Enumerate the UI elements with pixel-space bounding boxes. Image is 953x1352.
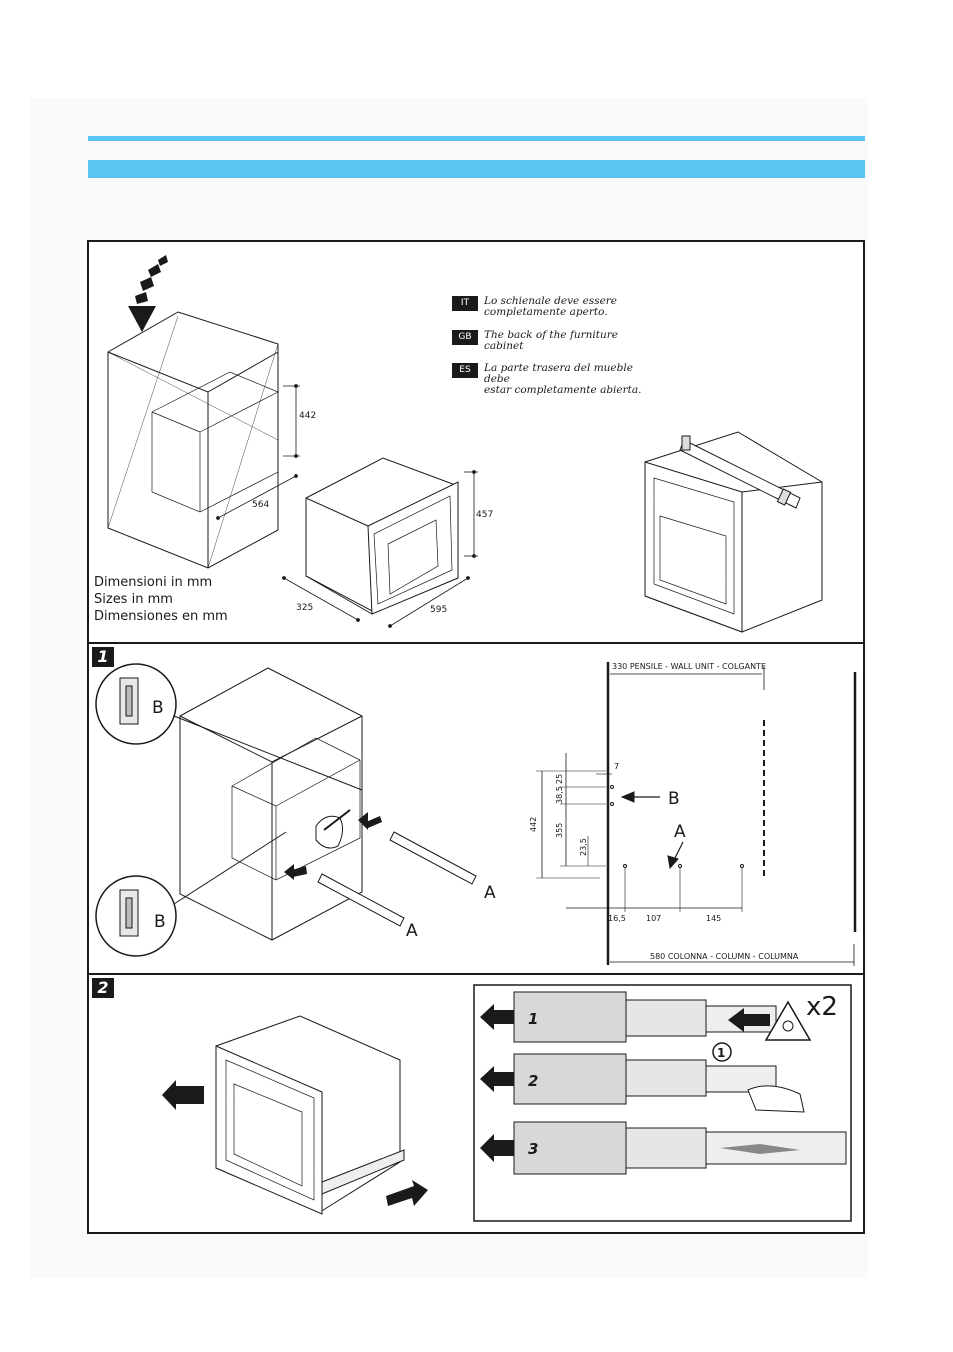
- top-arrow: [128, 255, 168, 332]
- level-tool: [679, 435, 801, 509]
- oven-dim-lines: [282, 470, 478, 628]
- oven-height-label: 457: [476, 510, 493, 520]
- mount-arrows: [284, 812, 382, 880]
- hdim-145: 145: [706, 914, 721, 923]
- step1-cabinet: [179, 667, 363, 941]
- note-text-it: Lo schienale deve essere completamente a…: [484, 295, 618, 318]
- rail-step-2: 2: [528, 1072, 538, 1090]
- bracket-label-a-lower: A: [406, 921, 418, 941]
- rail-row-2: [480, 1042, 805, 1113]
- cabinet-drawing: [107, 311, 279, 569]
- niche-depth-label: 564: [252, 500, 269, 510]
- step2-arrows: [162, 1080, 428, 1206]
- rail-row-1: [480, 991, 812, 1043]
- rail-step-3: 3: [528, 1140, 538, 1158]
- vdim-38-5: 38,5: [555, 786, 564, 804]
- hdim-16-5: 16,5: [608, 914, 626, 923]
- niche-dim-lines: [216, 384, 300, 520]
- vdim-25: 25: [555, 774, 564, 784]
- diagram-label-a: A: [674, 822, 686, 842]
- hand-screwdriver: [315, 809, 351, 849]
- oven-depth-label: 325: [296, 603, 313, 613]
- header-rule-thin: [88, 136, 865, 141]
- note-text-gb: The back of the furniture cabinet: [484, 329, 618, 352]
- caption-gb: Sizes in mm: [94, 592, 173, 607]
- offset-7-label: 7: [614, 762, 619, 771]
- detail-circle-b-bottom: [95, 831, 287, 957]
- bottom-dim-label: 580 COLONNA - COLUMN - COLUMNA: [650, 952, 799, 961]
- lang-badge-es: ES: [452, 363, 478, 378]
- header-rule-thick: [88, 160, 865, 178]
- detail-label-b-top: B: [152, 698, 164, 718]
- multiplier-label: x2: [806, 992, 838, 1022]
- step2-oven: [215, 1015, 405, 1215]
- caption-es: Dimensiones en mm: [94, 609, 228, 624]
- callout-1: 1: [717, 1046, 725, 1060]
- bracket-a-lower: [317, 873, 405, 927]
- top-dim-label: 330 PENSILE - WALL UNIT - COLGANTE: [612, 662, 766, 671]
- caption-it: Dimensioni in mm: [94, 575, 213, 590]
- note-it: IT Lo schienale deve essere completament…: [452, 296, 659, 318]
- section-divider-1: [87, 642, 865, 644]
- wall-dim-diagram: [536, 662, 857, 966]
- niche-height-label: 442: [299, 411, 316, 421]
- dimensions-caption: Dimensioni in mm Sizes in mm Dimensiones…: [94, 574, 228, 625]
- note-es: ES La parte trasera del mueble debe esta…: [452, 363, 659, 396]
- detail-label-b-bottom: B: [154, 912, 166, 932]
- vdim-23-5: 23,5: [579, 838, 588, 856]
- vdim-355: 355: [555, 823, 564, 838]
- rail-step-1: 1: [528, 1010, 538, 1028]
- note-text-es: La parte trasera del mueble debe estar c…: [484, 362, 642, 396]
- step-badge-2: 2: [92, 978, 114, 998]
- oven-drawing: [305, 457, 459, 615]
- step-badge-1: 1: [92, 647, 114, 667]
- oven-width-label: 595: [430, 605, 447, 615]
- vdim-442: 442: [529, 817, 538, 832]
- bracket-a-upper: [389, 831, 477, 885]
- note-gb: GB The back of the furniture cabinet: [452, 330, 659, 352]
- rail-row-3: [480, 1121, 847, 1175]
- bracket-label-a-upper: A: [484, 883, 496, 903]
- detail-circle-b-top: [95, 663, 363, 791]
- hdim-107: 107: [646, 914, 661, 923]
- diagram-label-b: B: [668, 789, 680, 809]
- lang-badge-it: IT: [452, 296, 478, 311]
- section-divider-2: [87, 973, 865, 975]
- installed-oven-drawing: [644, 431, 823, 633]
- lang-badge-gb: GB: [452, 330, 478, 345]
